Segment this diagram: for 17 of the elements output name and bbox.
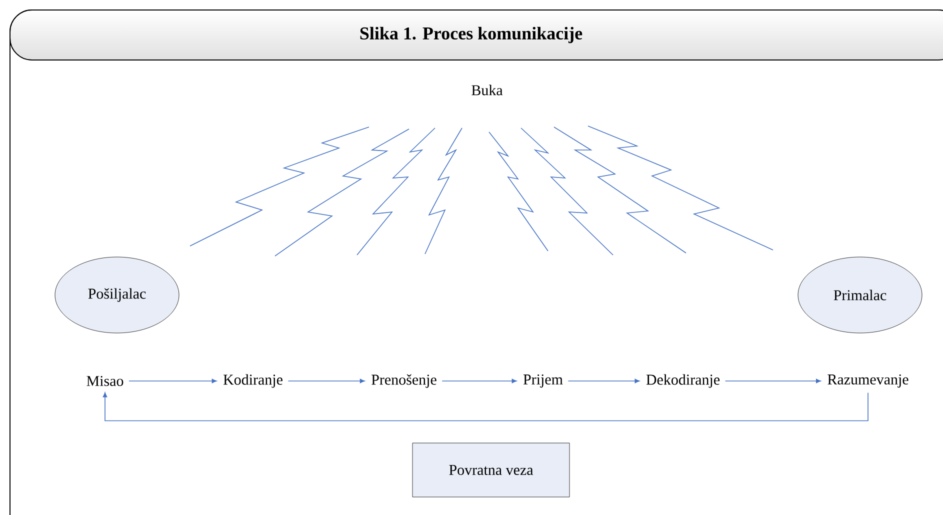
ellipse-node: Primalac bbox=[798, 256, 922, 334]
title: Slika 1. Proces komunikacije bbox=[360, 26, 582, 44]
step-label: Razumevanje bbox=[828, 374, 908, 388]
arrow bbox=[724, 378, 821, 384]
label-box: Povratna veza bbox=[412, 442, 570, 498]
step-label: Prijem bbox=[523, 374, 563, 388]
noise-label: Buka bbox=[472, 84, 503, 96]
step-label: Prenošenje bbox=[372, 374, 436, 388]
step-label: Misao bbox=[86, 376, 124, 386]
arrow bbox=[442, 378, 517, 384]
arrow bbox=[288, 378, 365, 384]
feedback-arrow bbox=[102, 392, 868, 422]
ellipse-node: Pošiljalac bbox=[54, 256, 180, 334]
step-label: Kodiranje bbox=[223, 374, 282, 388]
arrow bbox=[128, 378, 217, 384]
step-label: Dekodiranje bbox=[646, 374, 720, 388]
arrow bbox=[568, 378, 640, 384]
